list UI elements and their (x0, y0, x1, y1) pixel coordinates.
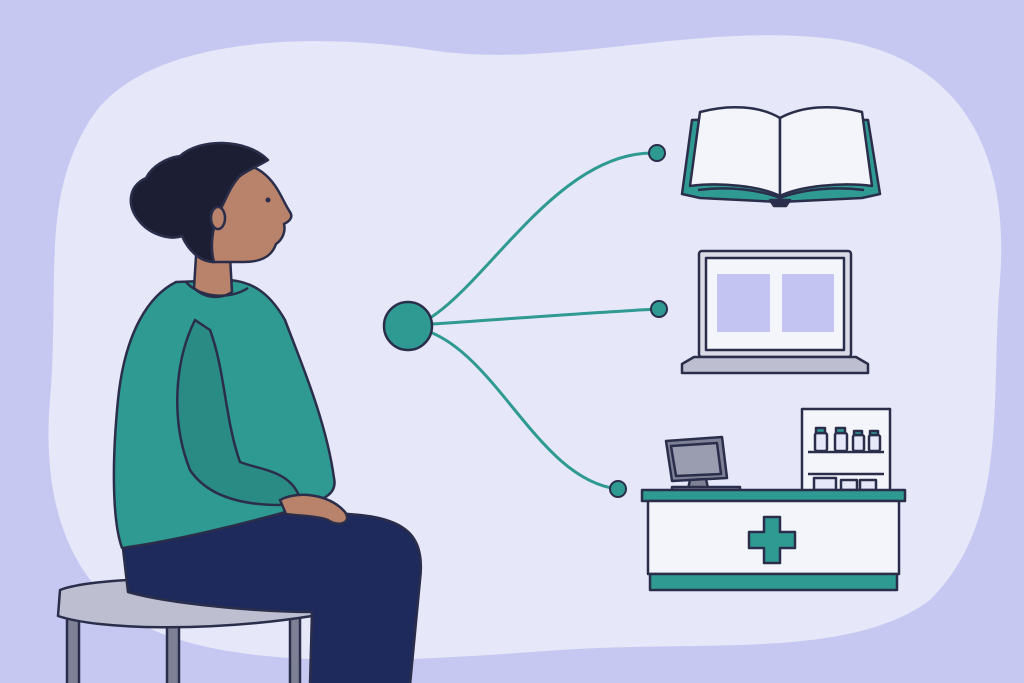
person-eye (265, 197, 271, 203)
laptop-icon (680, 249, 870, 375)
medical-cross-icon (747, 515, 797, 565)
bottle-shelf-icon (800, 407, 892, 494)
pharmacy-counter-icon (640, 407, 907, 592)
endpoint-book (648, 144, 666, 162)
person-icon (112, 141, 423, 683)
endpoint-pharmacy (609, 480, 627, 498)
laptop-panel-right (782, 274, 834, 332)
hub-node-icon (382, 300, 434, 352)
monitor-icon (664, 435, 742, 494)
line-to-book (428, 151, 658, 320)
endpoint-laptop (650, 300, 668, 318)
line-to-pharmacy (428, 330, 620, 491)
laptop-panel-left (717, 274, 770, 332)
line-to-laptop (430, 307, 660, 326)
connection-lines (428, 151, 660, 491)
person-ear (209, 205, 227, 231)
person-hair (129, 141, 270, 264)
book-icon (680, 105, 882, 208)
